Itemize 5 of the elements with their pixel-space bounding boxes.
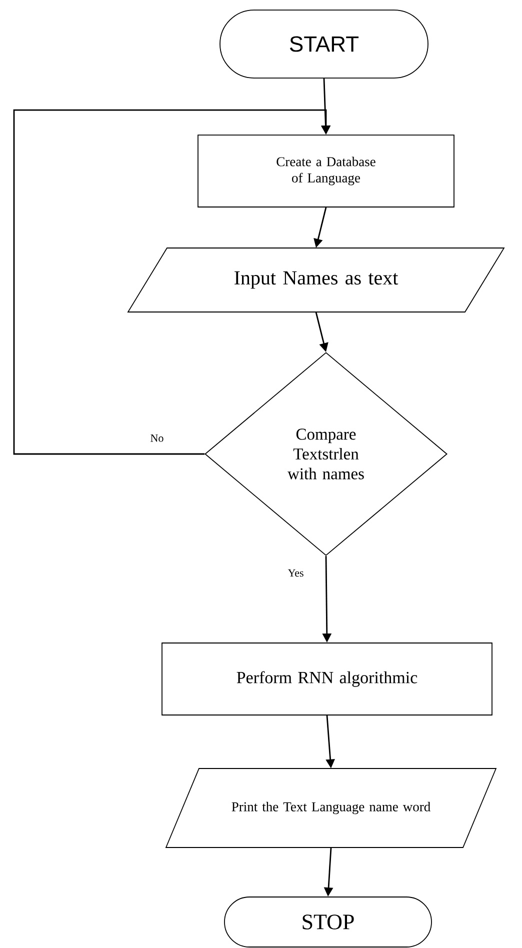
edge-label: Yes: [286, 567, 306, 579]
process-box: Create a Database of Language: [198, 134, 454, 208]
arrow: [13, 109, 331, 455]
process-box: Perform RNN algorithmic: [162, 642, 492, 716]
edge-label: No: [148, 432, 166, 444]
